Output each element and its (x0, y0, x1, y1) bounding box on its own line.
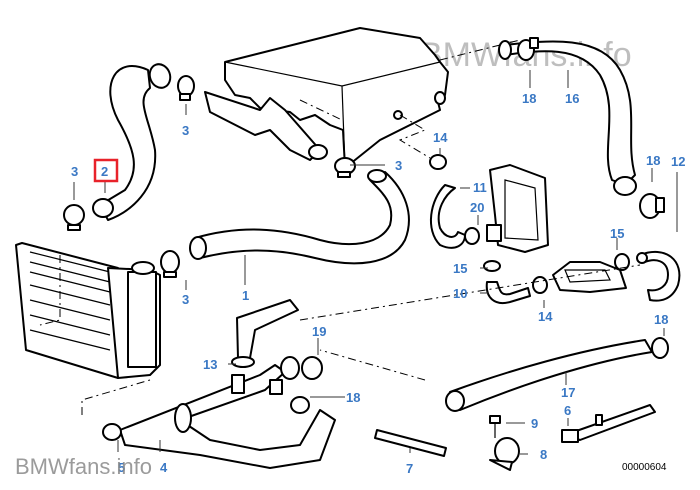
watermark-bottom: BMWfans.info (15, 454, 152, 479)
callout-6[interactable]: 6 (564, 403, 571, 418)
callout-15[interactable]: 15 (610, 226, 624, 241)
callout-14[interactable]: 14 (538, 309, 553, 324)
bolt[interactable] (489, 415, 501, 438)
callout-15[interactable]: 15 (453, 261, 467, 276)
hose-clamp-3b[interactable] (63, 204, 85, 231)
hose-clamp-3c[interactable] (160, 250, 180, 278)
leader-lines (73, 70, 678, 455)
callout-3[interactable]: 3 (395, 158, 402, 173)
callout-3[interactable]: 3 (182, 292, 189, 307)
callout-3[interactable]: 3 (182, 123, 189, 138)
valve-manifold (552, 261, 627, 293)
callout-11[interactable]: 11 (473, 180, 487, 195)
hose-clamp-18c[interactable] (651, 337, 669, 359)
callout-20[interactable]: 20 (470, 200, 484, 215)
callout-2[interactable]: 2 (101, 164, 108, 179)
hose-heater-return[interactable] (498, 40, 637, 196)
hose-heater[interactable] (429, 184, 466, 249)
callout-17[interactable]: 17 (561, 385, 575, 400)
hose-clamp-19[interactable] (301, 356, 323, 380)
callout-18[interactable]: 18 (654, 312, 668, 327)
callout-14[interactable]: 14 (433, 130, 448, 145)
callout-16[interactable]: 16 (565, 91, 579, 106)
callout-9[interactable]: 9 (531, 416, 538, 431)
hose-clamp-13[interactable] (231, 356, 255, 368)
callout-18[interactable]: 18 (522, 91, 536, 106)
water-pipe-long[interactable] (445, 339, 653, 412)
callout-5[interactable]: 5 (118, 460, 125, 475)
callout-12[interactable]: 12 (671, 154, 685, 169)
hose-upper-radiator[interactable] (92, 61, 174, 221)
upper-pipe-section (236, 299, 299, 359)
highlight-box (93, 158, 119, 183)
callout-19[interactable]: 19 (312, 324, 326, 339)
hose-clamp-3a[interactable] (177, 75, 195, 101)
callout-10[interactable]: 10 (453, 286, 467, 301)
hose-clamp-18d[interactable] (290, 396, 310, 414)
water-pipe[interactable] (119, 356, 336, 469)
callout-13[interactable]: 13 (203, 357, 217, 372)
callout-1[interactable]: 1 (242, 288, 249, 303)
hose-assembly[interactable] (636, 250, 681, 302)
hose-clamp-14b[interactable] (532, 276, 548, 294)
hose-clamp-5[interactable] (102, 423, 122, 441)
heater-valve (486, 164, 549, 253)
hose-clamp-15a[interactable] (483, 260, 501, 272)
callout-4[interactable]: 4 (160, 460, 168, 475)
callout-18[interactable]: 18 (346, 390, 360, 405)
radiator (15, 242, 161, 379)
callout-18[interactable]: 18 (646, 153, 660, 168)
callout-8[interactable]: 8 (540, 447, 547, 462)
callout-3[interactable]: 3 (71, 164, 78, 179)
drawing-number: 00000604 (622, 462, 667, 473)
hose-clamp-18a[interactable] (517, 37, 539, 61)
clip[interactable] (489, 437, 520, 471)
hose-clamp-20[interactable] (464, 227, 480, 245)
engine-head (204, 27, 449, 169)
hose-clamp-3d[interactable] (334, 157, 356, 178)
pipe-holder[interactable] (561, 404, 656, 443)
hose-lower-radiator[interactable] (189, 169, 410, 265)
hose-short[interactable] (374, 429, 447, 457)
callout-labels: 1 2 3 3 3 3 4 5 6 7 8 9 10 11 12 13 14 1… (71, 91, 685, 476)
hose-clamp-15b[interactable] (614, 253, 630, 271)
hose-clamp-18b[interactable] (639, 193, 665, 219)
hose-elbow[interactable] (485, 281, 531, 304)
callout-7[interactable]: 7 (406, 461, 413, 476)
hose-clamp-14a[interactable] (429, 154, 447, 170)
